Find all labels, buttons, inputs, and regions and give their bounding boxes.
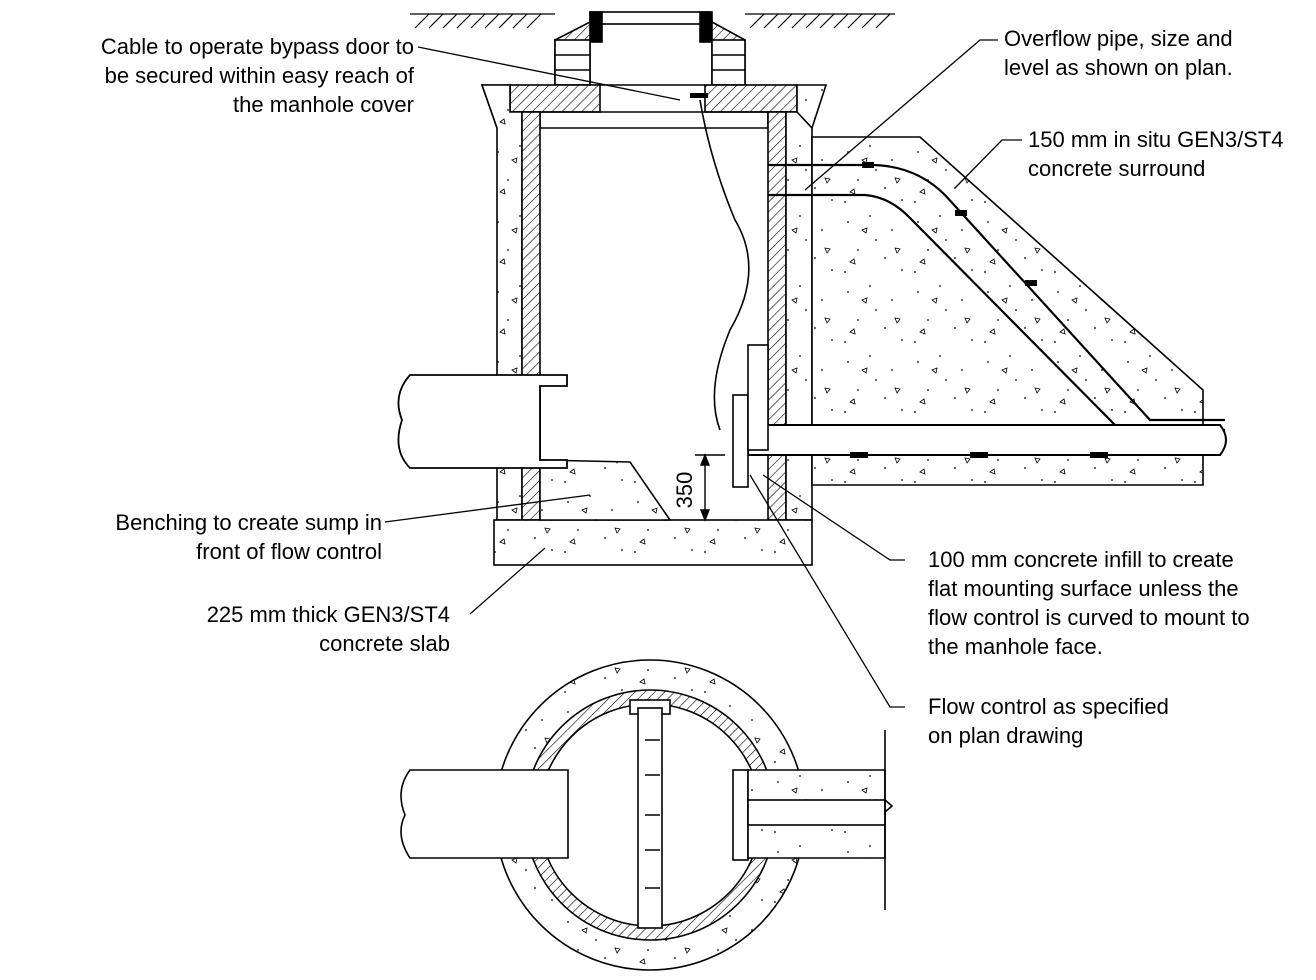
slab-label-line-1: 225 mm thick GEN3/ST4	[206, 602, 450, 627]
slab-label: 225 mm thick GEN3/ST4 concrete slab	[207, 600, 450, 658]
overflow-label-line-2: level as shown on plan.	[1004, 55, 1233, 80]
bypass-cable	[699, 99, 750, 431]
infill-label-line-1: 100 mm concrete infill to create	[928, 547, 1234, 572]
infill-label: 100 mm concrete infill to create flat mo…	[928, 545, 1250, 661]
flow-control-label: Flow control as specified on plan drawin…	[928, 692, 1169, 750]
plan-view	[400, 659, 894, 971]
benching-label: Benching to create sump in front of flow…	[115, 508, 382, 566]
benching-label-line-2: front of flow control	[196, 539, 382, 564]
surround-label-line-1: 150 mm in situ GEN3/ST4	[1028, 127, 1284, 152]
overflow-pipe	[768, 162, 1225, 432]
overflow-label-line-1: Overflow pipe, size and	[1004, 26, 1233, 51]
slab-label-line-2: concrete slab	[319, 631, 450, 656]
infill-label-line-4: the manhole face.	[928, 634, 1103, 659]
inlet-pipe	[397, 374, 568, 469]
benching	[539, 459, 672, 521]
dimension-350	[695, 453, 725, 522]
ground-surface	[410, 13, 895, 29]
cable-label: Cable to operate bypass door to be secur…	[101, 32, 414, 119]
flow-control-unit	[732, 344, 769, 488]
flow-control-label-line-2: on plan drawing	[928, 723, 1084, 748]
cable-label-line-3: the manhole cover	[233, 92, 414, 117]
flow-control-label-line-1: Flow control as specified	[928, 694, 1169, 719]
overflow-label: Overflow pipe, size and level as shown o…	[1004, 24, 1233, 82]
surround-label: 150 mm in situ GEN3/ST4 concrete surroun…	[1028, 125, 1284, 183]
surround-label-line-2: concrete surround	[1028, 156, 1206, 181]
infill-label-line-2: flat mounting surface unless the	[928, 576, 1239, 601]
dimension-350-text: 350	[672, 472, 697, 509]
outlet-pipe	[747, 424, 1227, 458]
base-slab	[493, 519, 813, 566]
cable-label-line-1: Cable to operate bypass door to	[100, 34, 414, 59]
manhole-cover-frame	[509, 11, 798, 113]
cable-label-line-2: be secured within easy reach of	[104, 63, 414, 88]
infill-label-line-3: flow control is curved to mount to	[928, 605, 1250, 630]
leader-lines	[384, 39, 1022, 708]
benching-label-line-1: Benching to create sump in	[115, 510, 382, 535]
